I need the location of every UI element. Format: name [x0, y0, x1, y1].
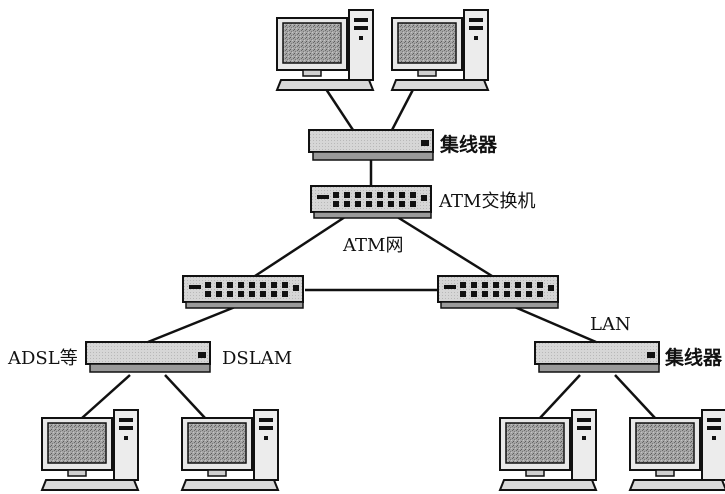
dslam-icon	[86, 342, 210, 372]
link-switch-left	[255, 215, 348, 276]
computer-icon	[392, 10, 488, 90]
link-left-dslam	[148, 305, 240, 342]
hub-icon	[309, 130, 433, 160]
link-hub-pc-right	[615, 375, 655, 418]
computer-icon	[277, 10, 373, 90]
link-right-hub	[510, 305, 596, 342]
label-hub-top: 集线器	[440, 136, 497, 155]
computer-icon	[630, 410, 725, 490]
switch-icon	[438, 276, 558, 308]
link-switch-right	[394, 215, 492, 276]
label-atm-switch: ATM交换机	[439, 193, 535, 211]
computer-icon	[182, 410, 278, 490]
label-adsl: ADSL等	[8, 350, 78, 368]
computer-icon	[42, 410, 138, 490]
label-hub-right: 集线器	[665, 349, 722, 368]
link-dslam-pc-right	[165, 375, 205, 418]
label-dslam: DSLAM	[222, 350, 292, 368]
switch-icon	[183, 276, 303, 308]
hub-icon	[535, 342, 659, 372]
computer-icon	[500, 410, 596, 490]
label-lan: LAN	[590, 316, 631, 334]
switch-icon	[311, 186, 431, 218]
label-atm-network: ATM网	[343, 237, 403, 255]
